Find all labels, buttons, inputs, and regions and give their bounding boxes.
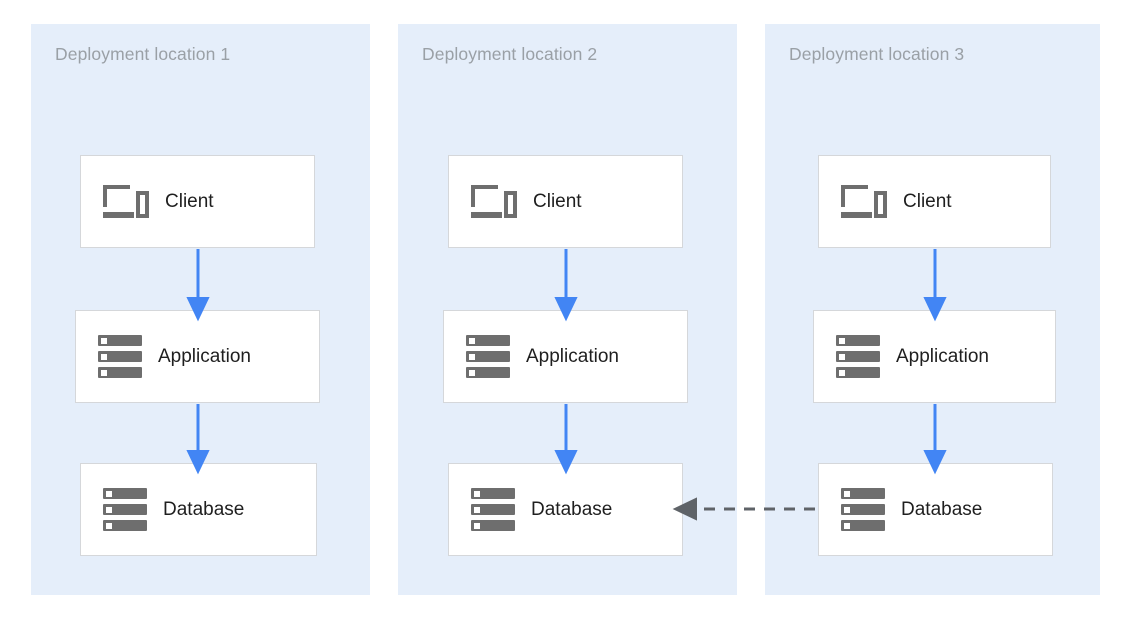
node-database-2[interactable]: Database [448, 463, 683, 556]
node-application-1-label: Application [158, 345, 251, 367]
server-stack-icon [103, 488, 147, 531]
deployment-location-2-title: Deployment location 2 [422, 44, 598, 64]
node-client-2-label: Client [533, 190, 582, 212]
node-client-1[interactable]: Client [80, 155, 315, 248]
server-stack-icon [466, 335, 510, 378]
node-client-1-label: Client [165, 190, 214, 212]
node-client-3[interactable]: Client [818, 155, 1051, 248]
server-stack-icon [836, 335, 880, 378]
deployment-location-1-title: Deployment location 1 [55, 44, 231, 64]
client-devices-icon [471, 183, 517, 221]
server-stack-icon [98, 335, 142, 378]
node-application-3-label: Application [896, 345, 989, 367]
node-database-1[interactable]: Database [80, 463, 317, 556]
server-stack-icon [841, 488, 885, 531]
node-client-3-label: Client [903, 190, 952, 212]
server-stack-icon [471, 488, 515, 531]
node-database-3-label: Database [901, 498, 983, 520]
node-application-1[interactable]: Application [75, 310, 320, 403]
node-database-1-label: Database [163, 498, 245, 520]
node-database-2-label: Database [531, 498, 613, 520]
node-database-3[interactable]: Database [818, 463, 1053, 556]
node-application-2[interactable]: Application [443, 310, 688, 403]
client-devices-icon [841, 183, 887, 221]
node-application-3[interactable]: Application [813, 310, 1056, 403]
client-devices-icon [103, 183, 149, 221]
node-application-2-label: Application [526, 345, 619, 367]
deployment-location-3-title: Deployment location 3 [789, 44, 965, 64]
node-client-2[interactable]: Client [448, 155, 683, 248]
